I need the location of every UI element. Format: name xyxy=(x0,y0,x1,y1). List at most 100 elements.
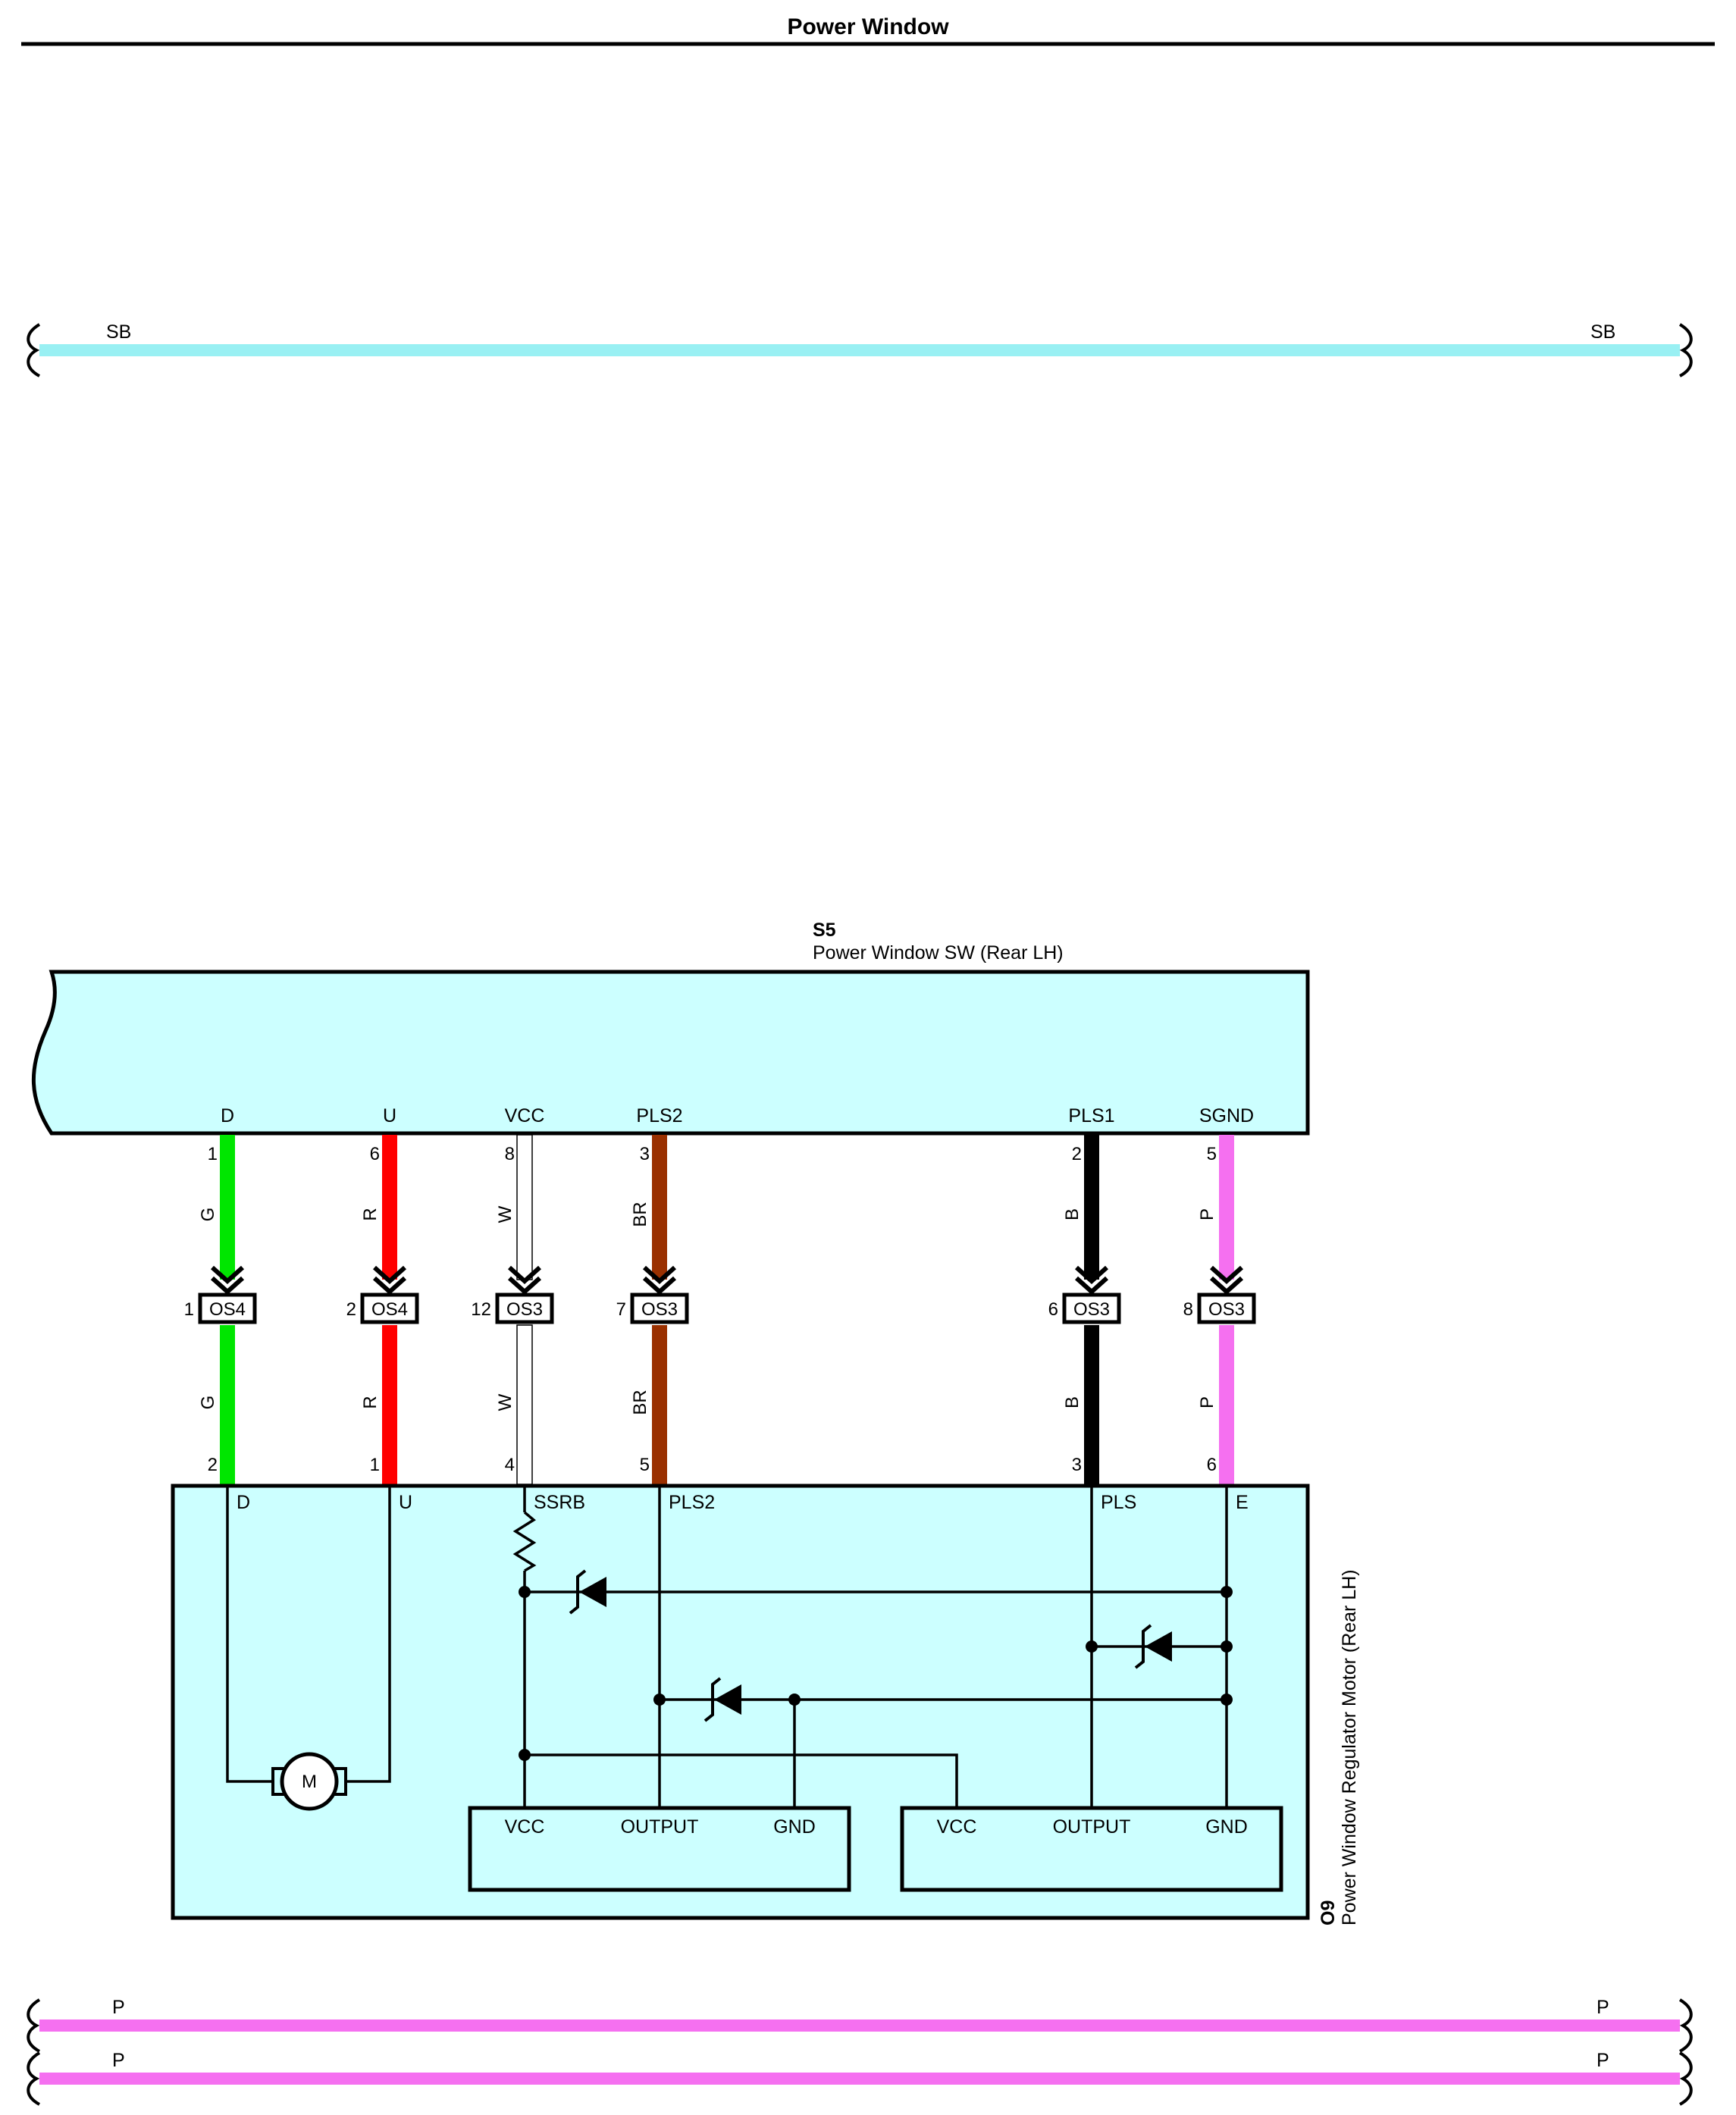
motor-icon xyxy=(280,1752,339,1811)
wire-br-s5-pin: 3 xyxy=(640,1144,650,1164)
connector-os3 xyxy=(630,1292,689,1324)
bus-sb-left-label: SB xyxy=(106,321,131,343)
bus-break-right xyxy=(1678,323,1693,378)
motor-wire-d xyxy=(226,1487,273,1783)
connector-label: OS3 xyxy=(641,1299,678,1320)
s5-pin-pls1: PLS1 xyxy=(1068,1105,1114,1126)
zener-diode-icon xyxy=(703,1677,741,1722)
junction-dot xyxy=(1221,1694,1233,1706)
bus-sb: SB SB xyxy=(27,321,1693,378)
wire-b-s5-pin: 2 xyxy=(1072,1144,1082,1164)
connector-pin: 12 xyxy=(471,1299,491,1320)
ic1-output: OUTPUT xyxy=(621,1816,699,1838)
harness-wires: 1 G OS4 1 G 2 6 R OS4 2 R 1 8 W xyxy=(184,1134,1256,1485)
motor-label: M xyxy=(302,1772,317,1792)
s5-pin-d: D xyxy=(221,1105,234,1126)
junction-dot xyxy=(788,1694,801,1706)
wire-w-color-upper: W xyxy=(495,1205,515,1223)
bus-sb-right-label: SB xyxy=(1590,321,1615,343)
resistor-icon xyxy=(512,1511,537,1572)
junction-dot xyxy=(519,1586,531,1598)
connector-pin: 8 xyxy=(1183,1299,1193,1320)
vcc-line-2 xyxy=(525,1753,958,1808)
page-title: Power Window xyxy=(787,14,949,39)
motor: M xyxy=(271,1752,347,1811)
wire-p-color-upper: P xyxy=(1197,1208,1217,1220)
ic-block-1-frame xyxy=(468,1806,851,1892)
s5-switch-box xyxy=(31,970,1310,1136)
wire-w-upper xyxy=(516,1134,533,1280)
bus-p-2-right-label: P xyxy=(1597,2050,1609,2071)
connector-os4 xyxy=(360,1292,419,1324)
ic2-gnd: GND xyxy=(1205,1816,1248,1838)
connector-arrow-icon xyxy=(210,1265,245,1296)
wire-w-s5-pin: 8 xyxy=(505,1144,515,1164)
connector-pin: 1 xyxy=(184,1299,194,1320)
wire-g-s5-pin: 1 xyxy=(208,1144,218,1164)
s5-name: Power Window SW (Rear LH) xyxy=(813,942,1064,964)
o9-pin-ssrb: SSRB xyxy=(534,1492,585,1513)
o9-pin-pls2: PLS2 xyxy=(669,1492,715,1513)
wire-r-o9-pin: 1 xyxy=(370,1455,380,1475)
wire-p-s5-pin: 5 xyxy=(1207,1144,1217,1164)
wire-b-color-upper: B xyxy=(1062,1208,1083,1220)
bus-p-2: P P xyxy=(27,2050,1693,2106)
connector-arrow-icon xyxy=(642,1265,677,1296)
connector-label: OS3 xyxy=(506,1299,543,1320)
connector-pin: 7 xyxy=(616,1299,626,1320)
wire-br-o9-pin: 5 xyxy=(640,1455,650,1475)
bus-p-1-left-label: P xyxy=(112,1997,125,2018)
ic-block-2: VCC OUTPUT GND xyxy=(900,1806,1283,1892)
s5-pin-u: U xyxy=(383,1105,396,1126)
wire-w-lower xyxy=(516,1324,533,1485)
wire-p: 5 P OS3 8 P 6 xyxy=(1183,1135,1256,1484)
wire-r-s5-pin: 6 xyxy=(370,1144,380,1164)
connector-os3 xyxy=(1062,1292,1121,1324)
junction-dots xyxy=(519,1586,1233,1761)
wire-br-color-lower: BR xyxy=(630,1390,650,1415)
zener-diodes xyxy=(569,1569,1172,1722)
o9-pin-e: E xyxy=(1236,1492,1249,1513)
bus-break-right xyxy=(1678,2051,1693,2106)
ic1-gnd: GND xyxy=(773,1816,816,1838)
wire-r-color-lower: R xyxy=(360,1396,381,1408)
o9-pin-d: D xyxy=(237,1492,250,1513)
ic1-vcc: VCC xyxy=(505,1816,545,1838)
s5-pin-vcc: VCC xyxy=(505,1105,545,1126)
bus-p-2-left-label: P xyxy=(112,2050,125,2071)
s5-pin-labels: D U VCC PLS2 PLS1 SGND xyxy=(221,1105,1254,1126)
wire-g-color-lower: G xyxy=(198,1396,218,1410)
ic2-vcc: VCC xyxy=(937,1816,977,1838)
s5-code: S5 xyxy=(813,920,836,941)
wire-br-color-upper: BR xyxy=(630,1202,650,1227)
connector-label: OS3 xyxy=(1073,1299,1110,1320)
ic-block-1: VCC OUTPUT GND xyxy=(468,1806,851,1892)
connector-label: OS4 xyxy=(371,1299,408,1320)
connector-pin: 6 xyxy=(1048,1299,1058,1320)
wire-w-color-lower: W xyxy=(495,1393,515,1411)
bus-p-1-right-label: P xyxy=(1597,1997,1609,2018)
wire-r: 6 R OS4 2 R 1 xyxy=(346,1135,419,1484)
bus-break-left xyxy=(27,2051,41,2106)
wire-g-color-upper: G xyxy=(198,1208,218,1222)
connector-os4 xyxy=(198,1292,257,1324)
s5-pin-pls2: PLS2 xyxy=(636,1105,682,1126)
o9-name: Power Window Regulator Motor (Rear LH) xyxy=(1339,1569,1360,1925)
bus-p-1: P P xyxy=(27,1997,1693,2053)
o9-pin-pls: PLS xyxy=(1101,1492,1136,1513)
connector-os3 xyxy=(495,1292,554,1324)
wire-b-color-lower: B xyxy=(1062,1396,1083,1408)
junction-dot xyxy=(653,1694,666,1706)
o9-code: O9 xyxy=(1318,1900,1339,1925)
wire-w-o9-pin: 4 xyxy=(505,1455,515,1475)
s5-pin-sgnd: SGND xyxy=(1199,1105,1254,1126)
wire-r-color-upper: R xyxy=(360,1208,381,1220)
bus-break-right xyxy=(1678,1998,1693,2053)
wire-g: 1 G OS4 1 G 2 xyxy=(184,1135,257,1484)
junction-dot xyxy=(1221,1586,1233,1598)
ic2-output: OUTPUT xyxy=(1053,1816,1131,1838)
connector-arrow-icon xyxy=(507,1265,542,1296)
junction-dot xyxy=(1221,1640,1233,1653)
o9-pin-u: U xyxy=(399,1492,412,1513)
